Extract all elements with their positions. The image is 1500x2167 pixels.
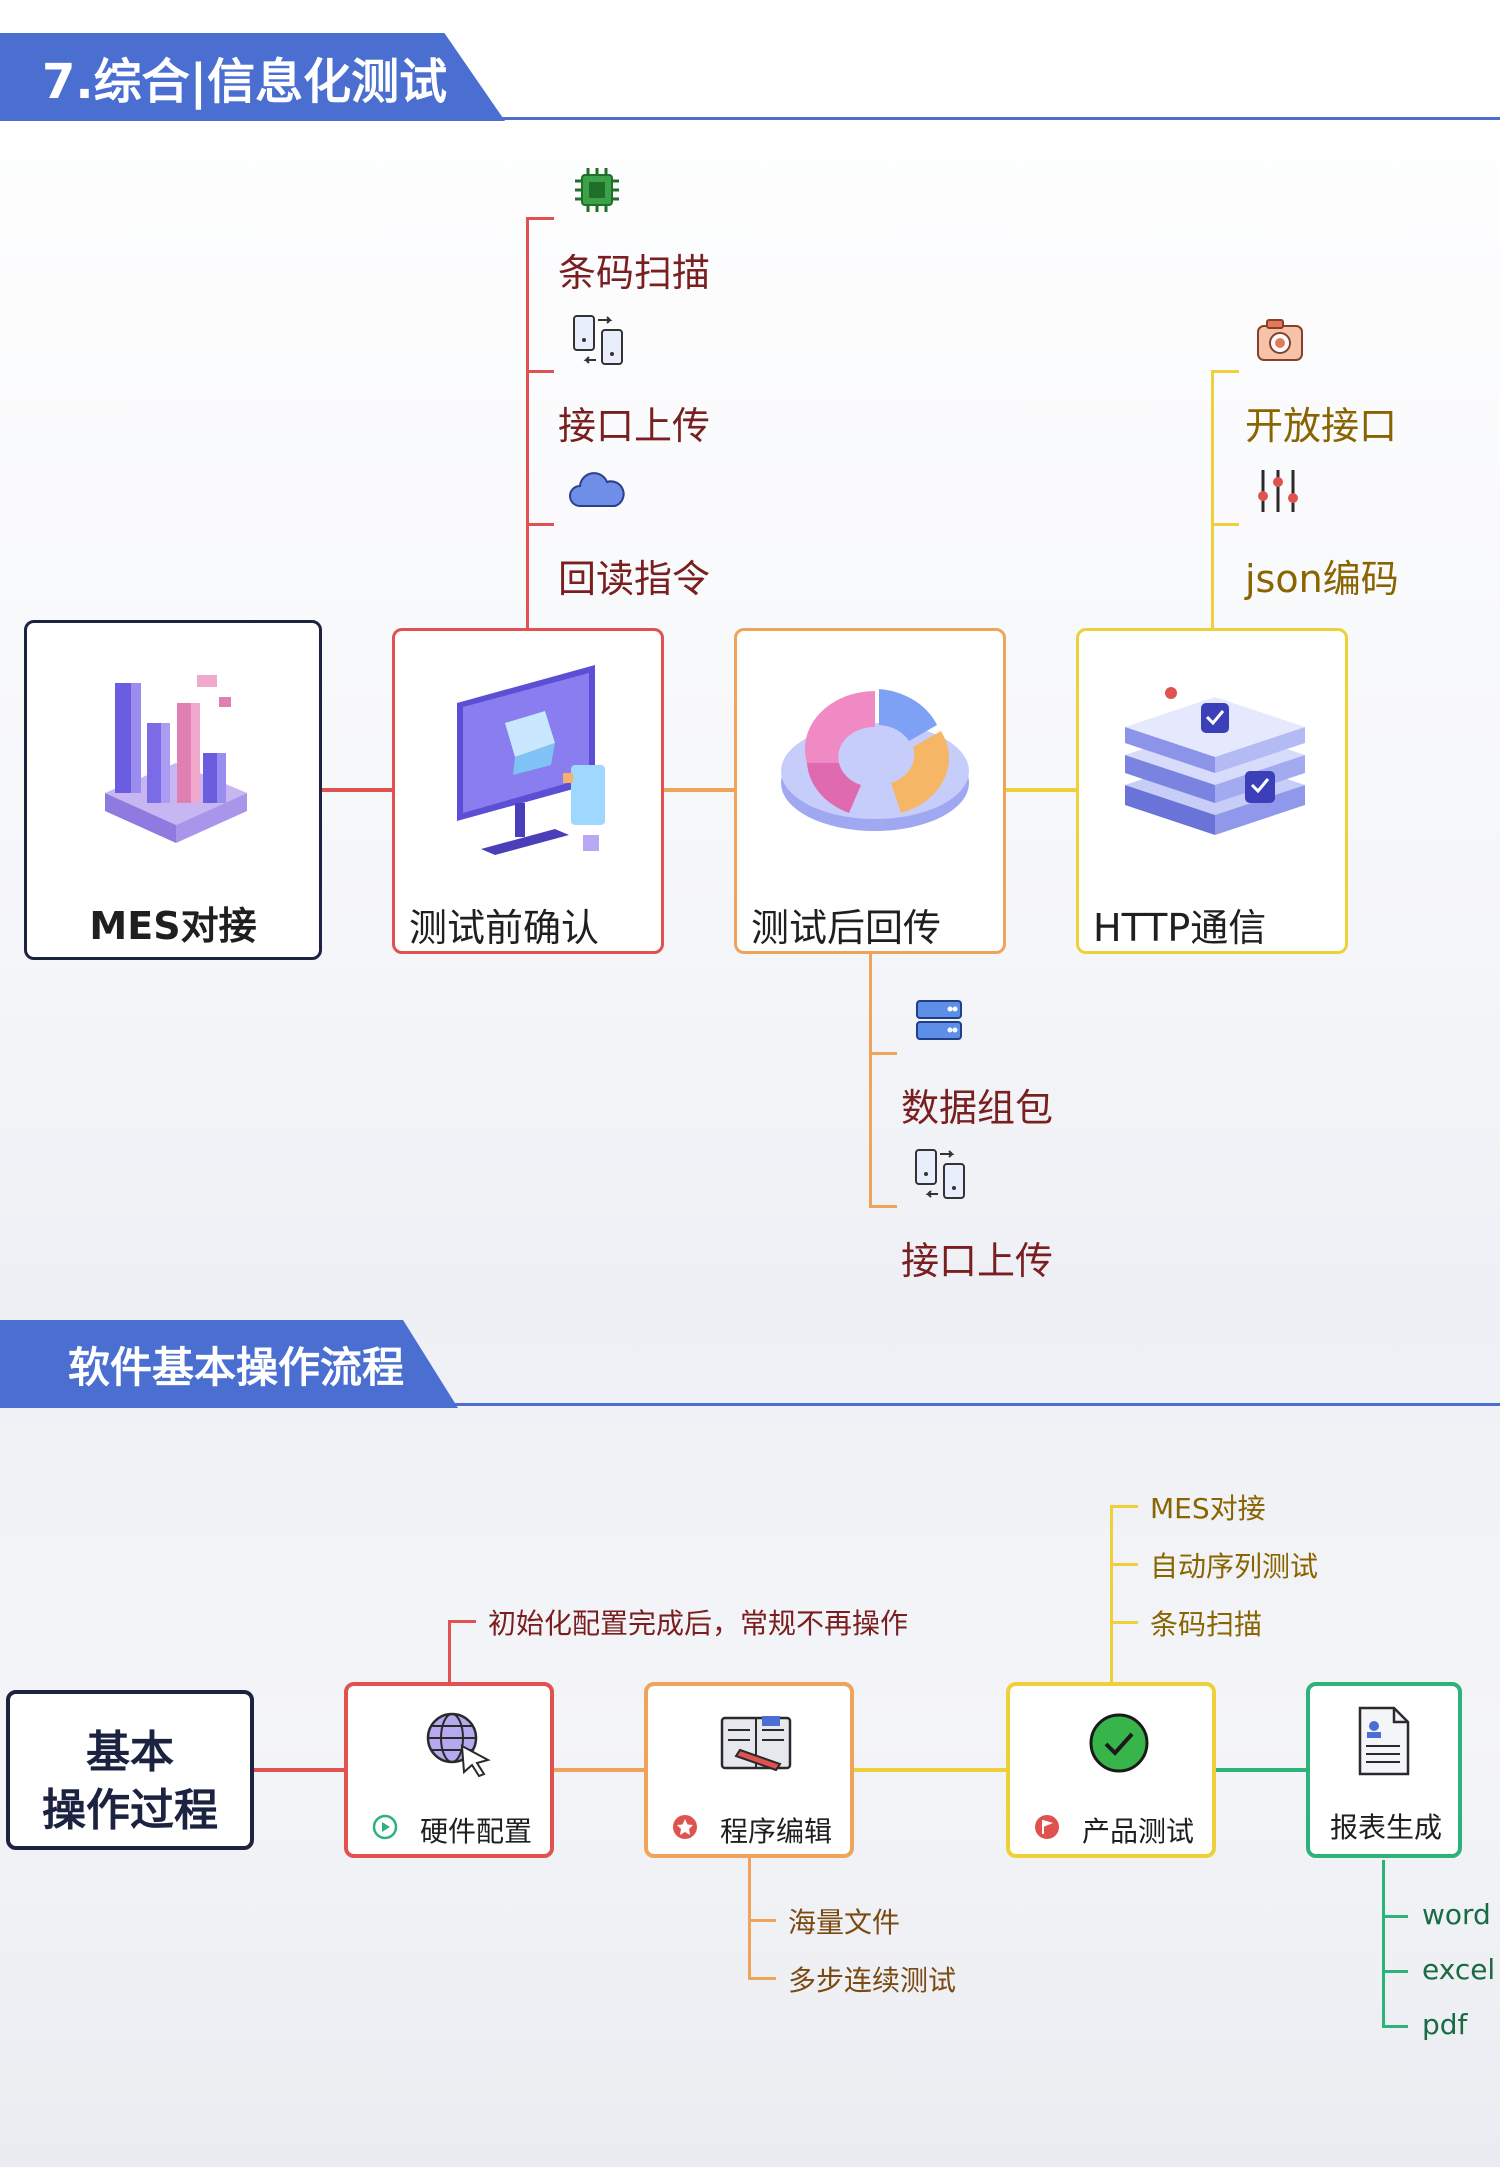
donut-chart-3d-icon [781,689,969,831]
node-post-test: 测试后回传 [734,628,1006,954]
node-report-label: 报表生成 [1330,1811,1443,1844]
server-stack-3d-icon [1125,687,1305,835]
section1-title: 7.综合|信息化测试 [42,54,448,110]
branch-post-vertical [869,951,872,1208]
root-line2: 操作过程 [42,1785,218,1836]
node-http: HTTP通信 [1076,628,1348,954]
branch-pre-tick1 [526,217,554,220]
branch-product-tick1 [1110,1505,1138,1508]
node-http-label: HTTP通信 [1093,906,1267,950]
bar-chart-3d-icon [105,675,247,843]
program-item-files: 海量文件 [788,1906,901,1939]
connector-hardware-program [554,1768,644,1772]
pre-item-barcode: 条码扫描 [558,251,711,295]
node-mes: MES对接 [24,620,322,960]
node-post-test-label: 测试后回传 [751,906,942,950]
branch-report-tick2 [1382,1970,1408,1973]
branch-product-tick2 [1110,1563,1138,1566]
pre-item-upload: 接口上传 [558,404,711,448]
globe-cursor-icon [426,1712,491,1778]
product-item-auto-seq: 自动序列测试 [1150,1550,1319,1583]
phone-sync-icon [573,315,623,365]
branch-program-tick1 [748,1919,776,1922]
branch-program-tick2 [748,1977,776,1980]
branch-http-tick1 [1211,370,1239,373]
branch-http-vertical [1211,370,1214,628]
phone-sync-icon [915,1149,965,1199]
book-pen-icon [720,1716,792,1772]
pre-item-readback: 回读指令 [558,557,711,601]
check-circle-icon [1089,1713,1149,1773]
branch-post-tick1 [869,1052,897,1055]
cloud-icon [569,472,625,507]
branch-report-vertical [1382,1860,1385,2028]
post-item-packing: 数据组包 [901,1086,1054,1130]
node-program-label: 程序编辑 [720,1815,833,1848]
http-item-json: json编码 [1245,557,1399,601]
play-circle-icon [372,1814,398,1840]
branch-hardware-vertical [448,1620,451,1682]
product-item-mes: MES对接 [1150,1492,1266,1525]
sliders-icon [1258,470,1298,512]
node-hardware: 硬件配置 [344,1682,554,1858]
branch-report-tick3 [1382,2025,1408,2028]
connector-post-http [1006,788,1076,792]
node-product-label: 产品测试 [1082,1815,1195,1848]
branch-product-vertical [1110,1505,1113,1682]
node-pre-test-label: 测试前确认 [409,906,600,950]
report-item-excel: excel [1422,1953,1496,1986]
branch-hardware-tick [448,1620,476,1623]
node-program: 程序编辑 [644,1682,854,1858]
node-report: 报表生成 [1306,1682,1462,1858]
report-item-pdf: pdf [1422,2008,1468,2041]
section1-header-rule [470,117,1500,120]
post-item-upload: 接口上传 [901,1239,1054,1283]
node-pre-test: 测试前确认 [392,628,664,954]
branch-post-tick2 [869,1205,897,1208]
chip-icon [575,168,619,212]
camera-icon [1257,319,1303,361]
report-item-word: word [1422,1898,1491,1931]
connector-root-hardware [254,1768,344,1772]
branch-report-tick1 [1382,1915,1408,1918]
branch-pre-tick2 [526,370,554,373]
program-item-multistep: 多步连续测试 [788,1964,957,1997]
section2-header-tab: 软件基本操作流程 [0,1320,458,1408]
server-icon [916,1000,962,1040]
node-hardware-label: 硬件配置 [420,1815,533,1848]
node-product: 产品测试 [1006,1682,1216,1858]
node-mes-label: MES对接 [89,904,257,948]
connector-product-report [1216,1768,1306,1772]
root-line1: 基本 [86,1727,174,1778]
branch-pre-tick3 [526,523,554,526]
section2-title: 软件基本操作流程 [68,1342,405,1392]
product-item-barcode: 条码扫描 [1150,1608,1263,1641]
star-badge-icon [673,1815,697,1839]
connector-mes-pre [322,788,392,792]
section2-header-rule [440,1403,1500,1406]
branch-product-tick3 [1110,1621,1138,1624]
section1-header-tab: 7.综合|信息化测试 [0,33,505,121]
branch-pre-vertical [526,217,529,628]
report-document-icon [1358,1706,1410,1776]
connector-pre-post [664,788,734,792]
node-root: 基本 操作过程 [6,1690,254,1850]
branch-http-tick2 [1211,523,1239,526]
hardware-note: 初始化配置完成后，常规不再操作 [488,1607,909,1640]
http-item-open-api: 开放接口 [1245,404,1398,448]
monitor-3d-icon [457,665,605,855]
flag-badge-icon [1035,1815,1059,1839]
connector-program-product [854,1768,1006,1772]
